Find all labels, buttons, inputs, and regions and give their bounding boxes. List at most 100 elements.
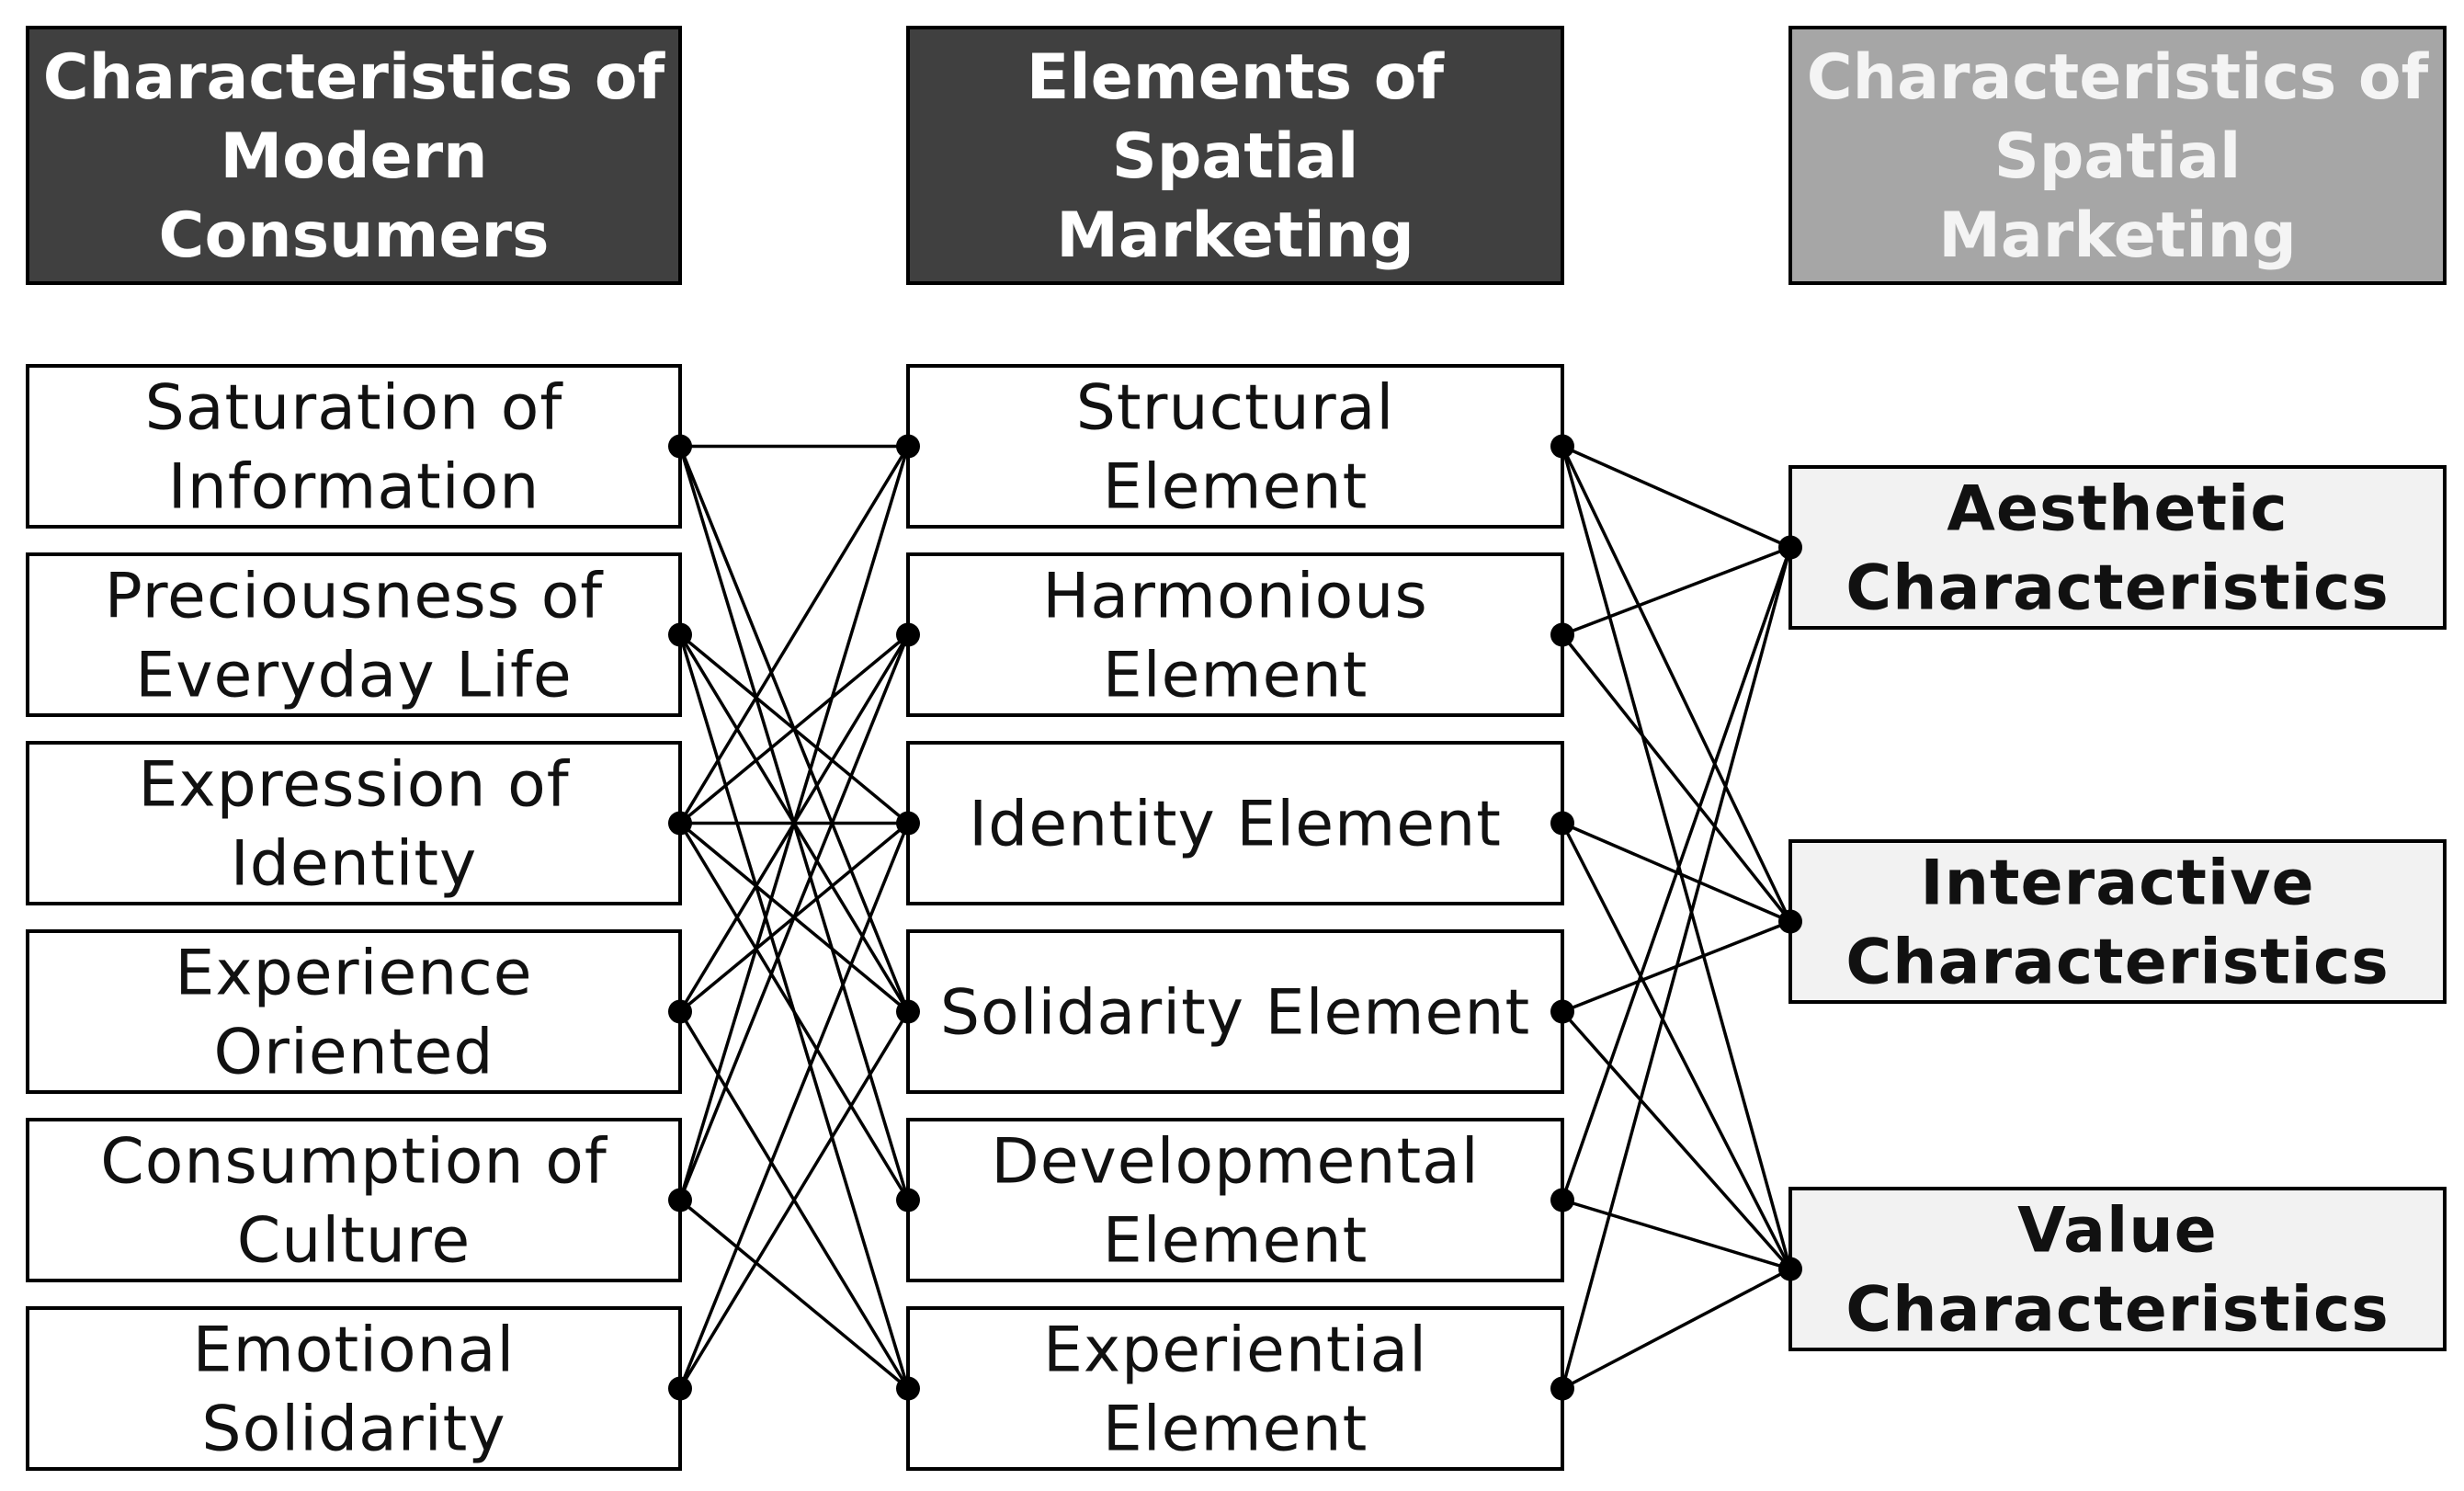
label-line: Identity: [231, 828, 478, 901]
connection-dots: [668, 434, 1802, 1401]
link-consumer-5-element-3: [678, 1010, 910, 1390]
link-element-3-characteristic-2: [1561, 1010, 1792, 1270]
element-right-dot-0: [1550, 434, 1574, 459]
header-spatial-characteristics-frame: [1788, 26, 2447, 285]
element-right-dot-3: [1550, 999, 1574, 1024]
label-line: Characteristics: [1845, 552, 2389, 625]
label-line: Culture: [237, 1205, 471, 1278]
characteristic-box-0-frame: [1788, 465, 2447, 630]
link-consumer-2-element-4: [678, 822, 910, 1201]
consumer-box-1-frame: [26, 552, 682, 717]
consumer-box-4-frame: [26, 1118, 682, 1282]
link-consumer-4-element-0: [678, 445, 910, 1201]
link-element-0-characteristic-1: [1561, 445, 1792, 923]
label-line: Experience: [175, 938, 532, 1010]
label-line: Preciousness of: [105, 561, 605, 633]
consumer-box-3-frame: [26, 929, 682, 1094]
label-line: Identity Element: [969, 789, 1502, 861]
label-line: Characteristics of: [43, 41, 666, 114]
label-line: Spatial: [1112, 120, 1359, 193]
characteristic-dot-2: [1778, 1257, 1802, 1281]
label-line: Structural: [1076, 372, 1395, 445]
label-line: Expression of: [138, 749, 570, 822]
consumer-dot-4: [668, 1188, 692, 1212]
characteristic-dot-0: [1778, 535, 1802, 560]
label-line: Consumers: [159, 199, 550, 272]
label-line: Element: [1103, 451, 1368, 524]
label-line: Characteristics: [1845, 927, 2389, 999]
link-element-4-characteristic-2: [1561, 1198, 1791, 1271]
element-left-dot-5: [896, 1376, 920, 1401]
characteristic-dot-1: [1778, 909, 1802, 934]
label-line: Spatial: [1994, 120, 2242, 193]
consumer-box-0-frame: [26, 364, 682, 529]
label-line: Developmental: [991, 1126, 1479, 1199]
label-line: Characteristics of: [1807, 41, 2430, 114]
element-box-5-frame: [906, 1306, 1564, 1471]
link-consumer-2-element-0: [678, 445, 910, 825]
link-element-0-characteristic-2: [1561, 446, 1792, 1269]
element-right-dot-5: [1550, 1376, 1574, 1401]
link-element-0-characteristic-0: [1561, 444, 1791, 550]
label-line: Information: [168, 451, 540, 524]
element-left-dot-2: [896, 811, 920, 836]
label-line: Element: [1103, 640, 1368, 712]
label-line: Elements of: [1027, 41, 1446, 114]
label-line: Saturation of: [145, 372, 564, 445]
label-line: Emotional: [193, 1315, 516, 1387]
element-right-dot-2: [1550, 811, 1574, 836]
diagram-boxes: Characteristics ofModernConsumersElement…: [26, 26, 2447, 1471]
label-line: Aesthetic: [1947, 473, 2288, 546]
label-line: Modern: [220, 120, 487, 193]
element-left-dot-4: [896, 1188, 920, 1212]
consumer-dot-0: [668, 434, 692, 459]
label-line: Element: [1103, 1205, 1368, 1278]
element-box-2: Identity Element: [906, 741, 1564, 905]
label-line: Characteristics: [1845, 1274, 2389, 1347]
connection-lines: [678, 444, 1792, 1391]
label-line: Interactive: [1920, 848, 2314, 920]
element-box-3: Solidarity Element: [906, 929, 1564, 1094]
link-element-2-characteristic-2: [1561, 822, 1792, 1270]
label-line: Marketing: [1938, 199, 2297, 272]
label-line: Harmonious: [1042, 561, 1428, 633]
label-line: Solidarity Element: [940, 977, 1530, 1050]
header-spatial-elements-frame: [906, 26, 1564, 285]
label-line: Marketing: [1056, 199, 1414, 272]
header-modern-consumers-frame: [26, 26, 682, 285]
link-consumer-2-element-1: [678, 633, 910, 825]
label-line: Value: [2017, 1195, 2218, 1268]
element-left-dot-3: [896, 999, 920, 1024]
label-line: Element: [1103, 1394, 1368, 1466]
element-box-1-frame: [906, 552, 1564, 717]
link-element-1-characteristic-1: [1561, 633, 1792, 923]
element-right-dot-4: [1550, 1188, 1574, 1212]
link-element-1-characteristic-0: [1561, 545, 1791, 637]
label-line: Experiential: [1043, 1315, 1427, 1387]
label-line: Oriented: [214, 1017, 494, 1089]
element-right-dot-1: [1550, 622, 1574, 647]
consumer-dot-2: [668, 811, 692, 836]
label-line: Everyday Life: [135, 640, 573, 712]
element-left-dot-0: [896, 434, 920, 459]
characteristic-box-2-frame: [1788, 1187, 2447, 1351]
link-element-5-characteristic-0: [1561, 547, 1792, 1389]
label-line: Solidarity: [201, 1394, 505, 1466]
consumer-dot-3: [668, 999, 692, 1024]
